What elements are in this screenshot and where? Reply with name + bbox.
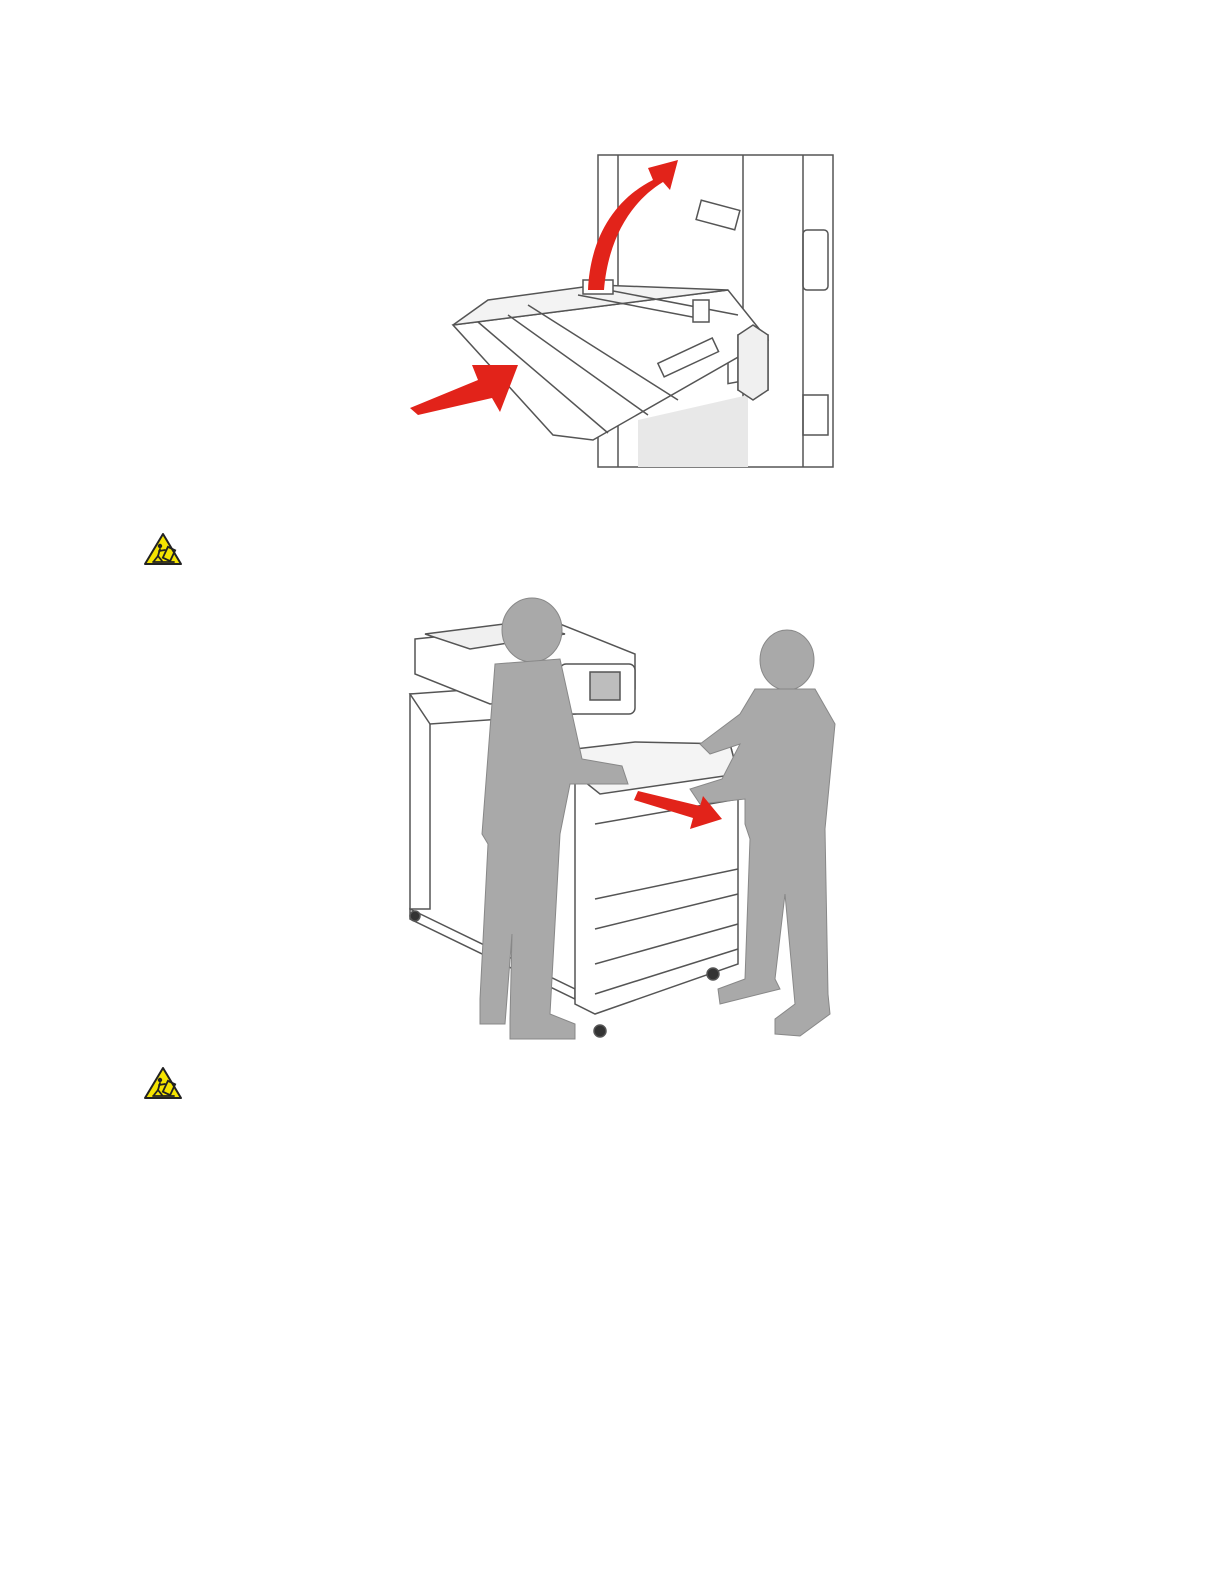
tip-hazard-icon [143,532,183,566]
feeder-close-illustration [408,150,838,470]
printer-lift-illustration [400,594,840,1044]
tip-hazard-icon [143,1066,183,1100]
